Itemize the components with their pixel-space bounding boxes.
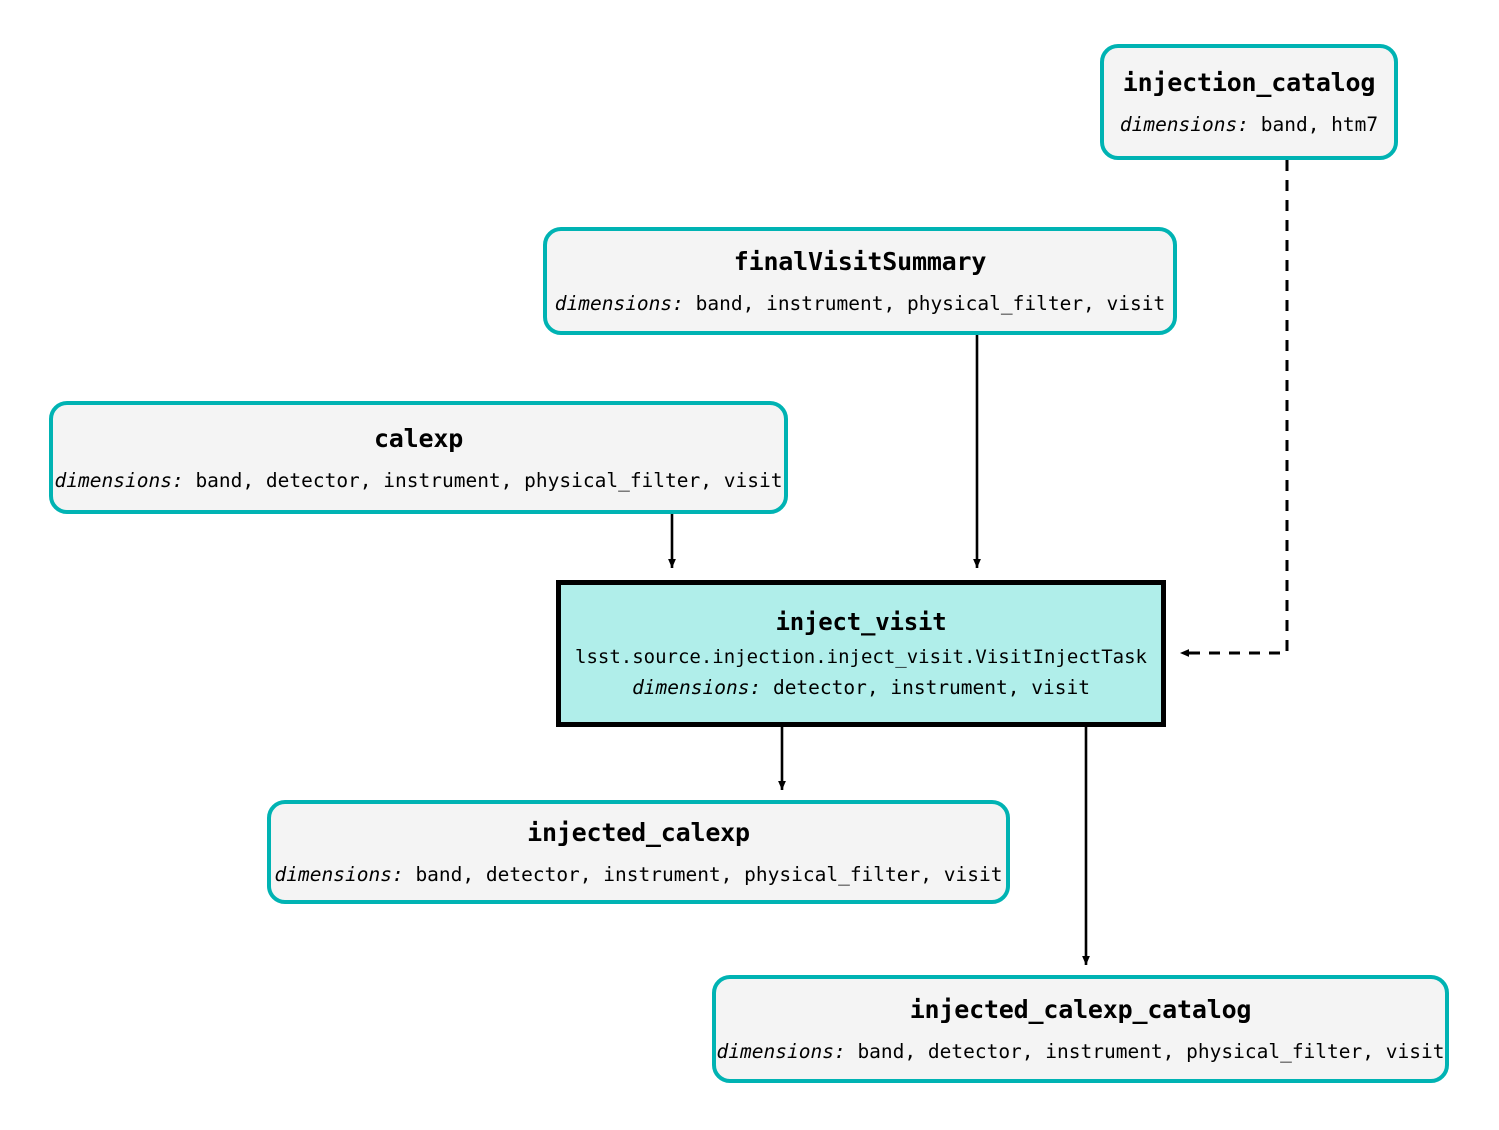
node-dimensions: dimensions: band, instrument, physical_f… — [555, 292, 1166, 315]
edge-injection-catalog-to-inject-visit — [1179, 160, 1289, 657]
dimensions-values: band, instrument, physical_filter, visit — [695, 292, 1166, 315]
node-title: injected_calexp_catalog — [909, 995, 1252, 1024]
dataset-node-injected-calexp[interactable]: injected_calexp dimensions: band, detect… — [267, 800, 1010, 904]
node-dimensions: dimensions: band, detector, instrument, … — [717, 1040, 1445, 1063]
node-dimensions: dimensions: band, detector, instrument, … — [275, 863, 1003, 886]
task-node-inject-visit[interactable]: inject_visit lsst.source.injection.injec… — [556, 580, 1166, 727]
node-title: calexp — [373, 423, 464, 453]
node-dimensions: dimensions: detector, instrument, visit — [632, 676, 1090, 699]
node-title: finalVisitSummary — [733, 247, 987, 276]
task-class-path: lsst.source.injection.inject_visit.Visit… — [575, 646, 1147, 668]
dimensions-values: band, htm7 — [1260, 113, 1379, 136]
dimensions-values: detector, instrument, visit — [772, 676, 1090, 699]
dataset-node-calexp[interactable]: calexp dimensions: band, detector, instr… — [49, 401, 788, 514]
dimensions-values: band, detector, instrument, physical_fil… — [857, 1040, 1445, 1063]
node-title: injection_catalog — [1122, 68, 1376, 97]
dimensions-label: dimensions: — [1119, 113, 1261, 136]
node-title: inject_visit — [775, 608, 947, 636]
dimensions-label: dimensions: — [54, 468, 196, 492]
node-dimensions: dimensions: band, detector, instrument, … — [55, 469, 783, 492]
dimensions-label: dimensions: — [716, 1040, 858, 1063]
node-dimensions: dimensions: band, htm7 — [1120, 113, 1378, 136]
dataset-node-injection-catalog[interactable]: injection_catalog dimensions: band, htm7 — [1100, 44, 1398, 160]
dataset-node-finalvisitsummary[interactable]: finalVisitSummary dimensions: band, inst… — [543, 227, 1177, 335]
dimensions-label: dimensions: — [554, 292, 696, 315]
node-title: injected_calexp — [527, 818, 750, 847]
dimensions-values: band, detector, instrument, physical_fil… — [195, 468, 783, 492]
dimensions-label: dimensions: — [632, 676, 773, 699]
dimensions-label: dimensions: — [274, 863, 416, 886]
dimensions-values: band, detector, instrument, physical_fil… — [415, 863, 1003, 886]
dataset-node-injected-calexp-catalog[interactable]: injected_calexp_catalog dimensions: band… — [712, 975, 1449, 1083]
